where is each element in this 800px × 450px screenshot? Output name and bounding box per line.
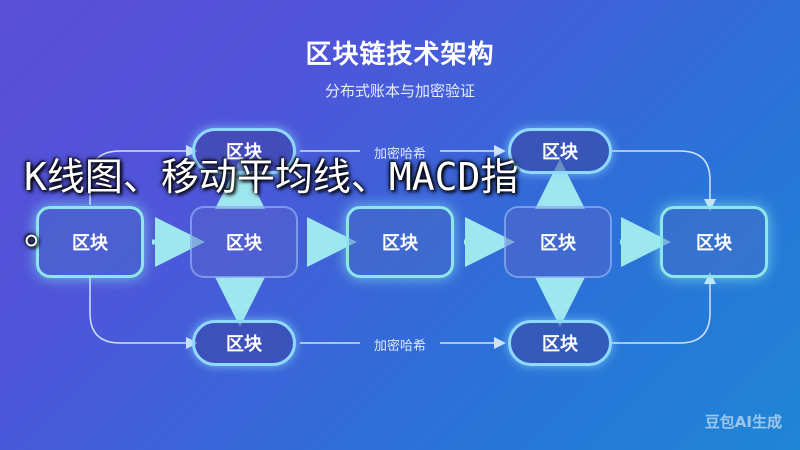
watermark: 豆包AI生成 (704, 413, 782, 431)
block-node-top-right: 区块 (508, 128, 612, 174)
diagram-subtitle: 分布式账本与加密验证 (324, 82, 475, 100)
block-node-mid-2: 区块 (190, 206, 298, 278)
block-node-mid-3: 区块 (346, 206, 454, 278)
block-node-mid-5: 区块 (660, 206, 768, 278)
loop-left-top (89, 145, 198, 205)
overlay-caption: K线图、移动平均线、MACD指 。 (24, 150, 518, 258)
block-node-bottom-left: 区块 (192, 320, 296, 366)
edge-label-bottom: 加密哈希 (373, 339, 426, 354)
block-node-top-left: 区块 (192, 128, 296, 174)
diagram-title: 区块链技术架构 (305, 40, 495, 70)
block-node-mid-4: 区块 (504, 206, 612, 278)
edge-label-top: 加密哈希 (373, 147, 426, 162)
loop-right-bottom (612, 272, 716, 344)
loop-left-bottom (89, 278, 198, 349)
overlay-caption-line-2: 。 (24, 209, 63, 253)
block-node-mid-1: 区块 (36, 206, 144, 278)
block-node-bottom-right: 区块 (508, 320, 612, 366)
overlay-caption-line-1: K线图、移动平均线、MACD指 (24, 155, 519, 199)
loop-right-top (612, 150, 716, 211)
